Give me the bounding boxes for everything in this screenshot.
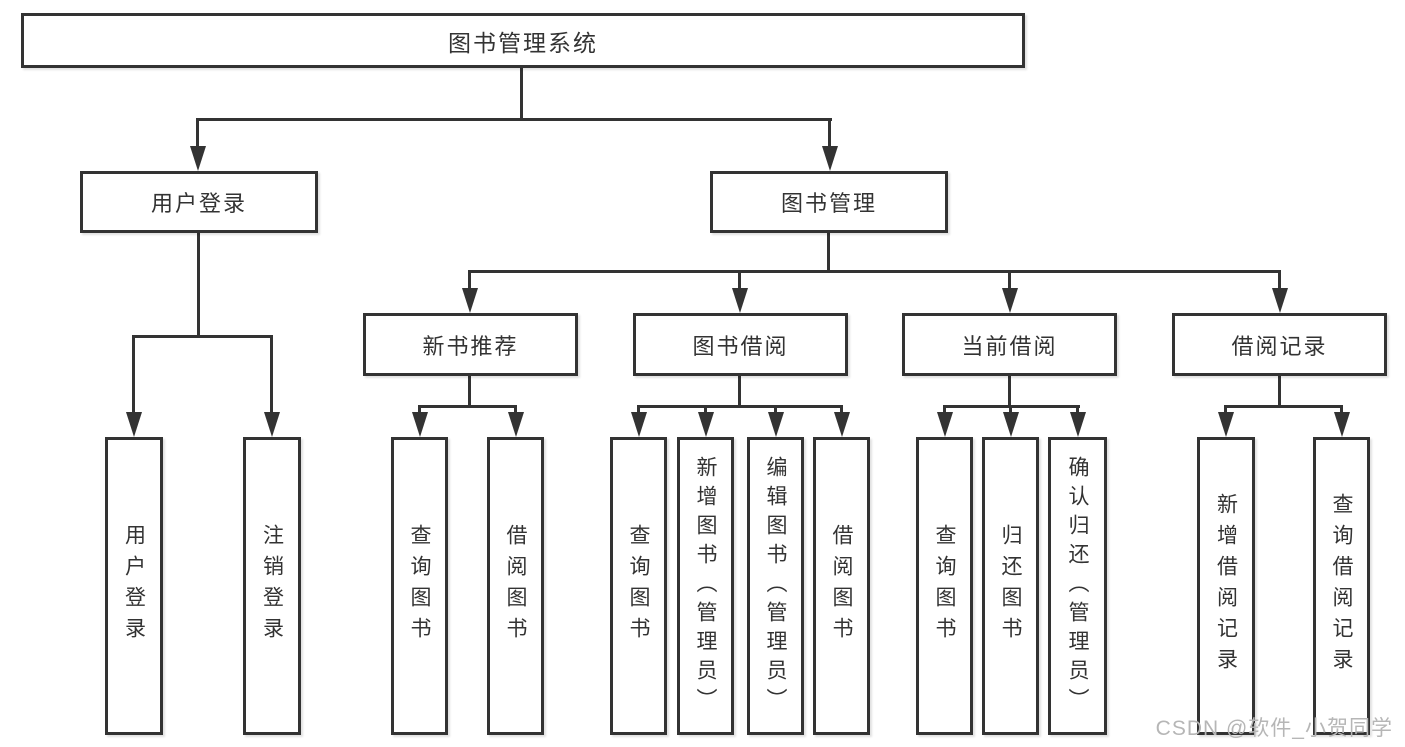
leaf-borrow-borrow-books: 借阅图书: [813, 437, 870, 735]
connector-arrow: [834, 412, 850, 437]
connector-line: [1009, 405, 1012, 417]
node-label: 查询图书: [408, 524, 431, 648]
connector-line: [1340, 405, 1343, 417]
connector-arrow: [1272, 288, 1288, 313]
connector-line: [418, 405, 517, 408]
leaf-current-confirm-return-admin: 确认归还（管理员）: [1048, 437, 1107, 735]
leaf-newbook-query-books: 查询图书: [391, 437, 448, 735]
leaf-borrow-add-books-admin: 新增图书（管理员）: [677, 437, 734, 735]
connector-line: [827, 233, 830, 272]
node-label: 用户登录: [150, 191, 247, 216]
connector-arrow: [768, 412, 784, 437]
watermark: CSDN @软件_小贺同学: [1155, 717, 1393, 740]
node-book-borrow: 图书借阅: [633, 313, 848, 376]
node-label: 借阅记录: [1231, 333, 1328, 359]
connector-arrow: [190, 146, 206, 171]
connector-line: [468, 376, 471, 407]
connector-line: [196, 118, 199, 152]
connector-line: [197, 233, 200, 337]
node-new-book-recommend: 新书推荐: [363, 313, 578, 376]
connector-arrow: [937, 412, 953, 437]
node-label: 确认归还（管理员）: [1066, 455, 1089, 717]
connector-line: [1278, 270, 1281, 292]
node-label: 新书推荐: [422, 333, 519, 359]
node-book-management: 图书管理: [710, 171, 948, 233]
node-label: 借阅图书: [504, 524, 527, 648]
connector-line: [1008, 376, 1011, 407]
connector-arrow: [1218, 412, 1234, 437]
leaf-user-login: 用户登录: [105, 437, 163, 735]
connector-line: [418, 405, 421, 417]
connector-line: [1076, 405, 1079, 417]
connector-line: [270, 335, 273, 419]
connector-line: [840, 405, 843, 417]
node-label: 查询借阅记录: [1330, 493, 1353, 679]
connector-line: [704, 405, 707, 417]
connector-line: [132, 335, 135, 419]
connector-arrow: [462, 288, 478, 313]
connector-line: [774, 405, 777, 417]
connector-arrow: [412, 412, 428, 437]
node-label: 查询图书: [627, 524, 650, 648]
node-user-login: 用户登录: [80, 171, 318, 233]
connector-line: [828, 118, 831, 152]
node-label: 用户登录: [122, 524, 146, 648]
leaf-borrow-edit-books-admin: 编辑图书（管理员）: [747, 437, 804, 735]
connector-line: [738, 376, 741, 407]
node-label: 当前借阅: [961, 333, 1058, 359]
node-label: 查询图书: [933, 524, 956, 648]
connector-line: [132, 335, 273, 338]
connector-line: [637, 405, 640, 417]
connector-line: [943, 405, 946, 417]
connector-line: [196, 118, 832, 121]
leaf-records-add-record: 新增借阅记录: [1197, 437, 1255, 735]
connector-line: [520, 68, 523, 120]
node-borrow-records: 借阅记录: [1172, 313, 1387, 376]
connector-arrow: [1070, 412, 1086, 437]
connector-arrow: [1334, 412, 1350, 437]
connector-arrow: [1002, 288, 1018, 313]
connector-arrow: [631, 412, 647, 437]
node-label: 归还图书: [999, 524, 1022, 648]
leaf-current-return-books: 归还图书: [982, 437, 1039, 735]
connector-arrow: [264, 412, 280, 437]
node-root-system: 图书管理系统: [21, 13, 1025, 68]
node-label: 新增借阅记录: [1214, 493, 1238, 679]
leaf-newbook-borrow-books: 借阅图书: [487, 437, 544, 735]
connector-line: [738, 270, 741, 292]
node-label: 图书管理: [780, 191, 877, 216]
connector-line: [1224, 405, 1227, 417]
connector-line: [1278, 376, 1281, 407]
connector-arrow: [732, 288, 748, 313]
connector-arrow: [126, 412, 142, 437]
leaf-records-query-record: 查询借阅记录: [1313, 437, 1370, 735]
leaf-logout: 注销登录: [243, 437, 301, 735]
node-label: 编辑图书（管理员）: [764, 455, 787, 717]
node-label: 借阅图书: [830, 524, 853, 648]
leaf-current-query-books: 查询图书: [916, 437, 973, 735]
connector-line: [637, 405, 843, 408]
connector-line: [1224, 405, 1343, 408]
connector-arrow: [822, 146, 838, 171]
connector-arrow: [1003, 412, 1019, 437]
connector-line: [514, 405, 517, 417]
node-label: 注销登录: [260, 524, 284, 648]
connector-line: [1008, 270, 1011, 292]
node-label: 图书借阅: [692, 333, 789, 359]
connector-line: [468, 270, 471, 292]
node-label: 图书管理系统: [448, 29, 598, 56]
connector-arrow: [508, 412, 524, 437]
leaf-borrow-query-books: 查询图书: [610, 437, 667, 735]
node-label: 新增图书（管理员）: [694, 455, 717, 717]
node-current-borrow: 当前借阅: [902, 313, 1117, 376]
connector-arrow: [698, 412, 714, 437]
connector-line: [468, 270, 1281, 273]
